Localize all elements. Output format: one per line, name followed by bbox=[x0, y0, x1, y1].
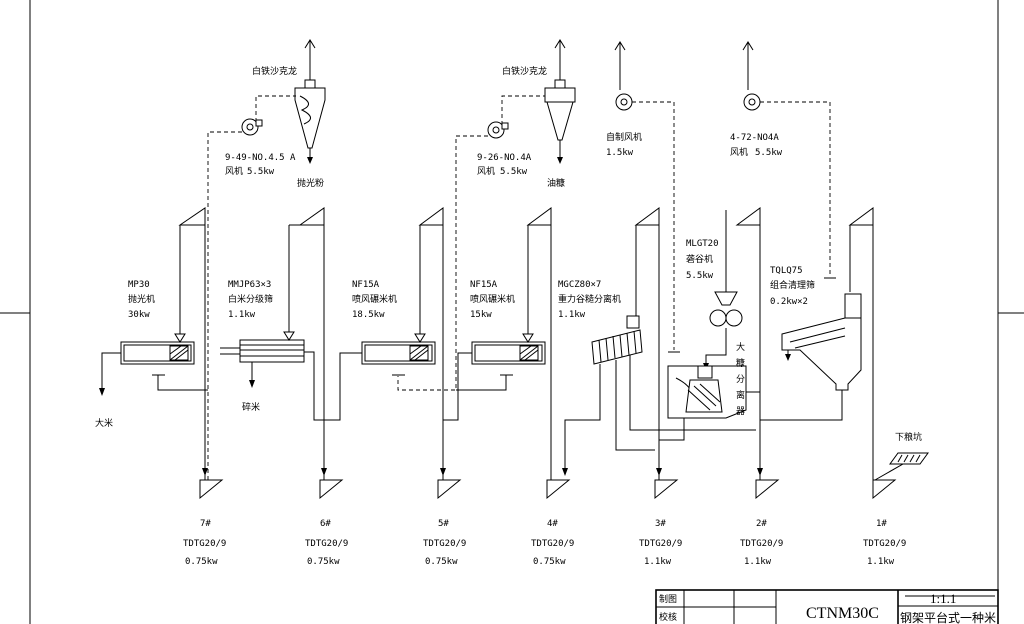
drawing-number: CTNM30C bbox=[806, 605, 879, 622]
machine-nf15a-2-model: NF15A bbox=[470, 280, 498, 290]
machine-nf15a-2: NF15A 喷风碾米机 15kw bbox=[440, 225, 546, 476]
svg-text:TDTG20/9: TDTG20/9 bbox=[305, 539, 348, 549]
cyclone-1-output: 抛光粉 bbox=[297, 177, 324, 189]
machine-mlgt20: MLGT20 砻谷机 5.5kw 大 糠 分 离 器 bbox=[659, 210, 760, 441]
fan-2: 9-26-NO.4A 风机 5.5kw bbox=[397, 95, 545, 391]
svg-text:2#: 2# bbox=[756, 519, 767, 529]
machine-nf15a-1-model: NF15A bbox=[352, 280, 380, 290]
machine-mmjp63-name: 白米分级筛 bbox=[228, 293, 273, 305]
elevator-label-6: 6# TDTG20/9 0.75kw bbox=[305, 519, 348, 567]
svg-text:0.75kw: 0.75kw bbox=[533, 557, 566, 567]
svg-text:5#: 5# bbox=[438, 519, 449, 529]
machine-mmjp63-power: 1.1kw bbox=[228, 310, 256, 320]
svg-text:0.75kw: 0.75kw bbox=[185, 557, 218, 567]
svg-text:TDTG20/9: TDTG20/9 bbox=[423, 539, 466, 549]
machine-mmjp63: MMJP63×3 白米分级筛 1.1kw 碎米 bbox=[220, 224, 324, 421]
elevator-boots bbox=[199, 479, 897, 500]
svg-text:1.1kw: 1.1kw bbox=[744, 557, 772, 567]
title-block: 制图 校核 CTNM30C 1:1.1 钢架平台式一种米 bbox=[655, 589, 999, 624]
drawing-title: 钢架平台式一种米 bbox=[900, 610, 996, 624]
machine-nf15a-1-name: 喷风碾米机 bbox=[352, 293, 397, 305]
svg-text:1.1kw: 1.1kw bbox=[644, 557, 672, 567]
svg-text:分: 分 bbox=[736, 374, 745, 385]
machine-tqlq75-name: 组合清理筛 bbox=[770, 279, 815, 291]
elevator-label-5: 5# TDTG20/9 0.75kw bbox=[423, 519, 466, 567]
svg-text:0.75kw: 0.75kw bbox=[425, 557, 458, 567]
drawing-scale: 1:1.1 bbox=[930, 591, 956, 606]
machine-mp30-name: 抛光机 bbox=[128, 293, 155, 305]
fan-2-label: 风机 bbox=[477, 165, 495, 177]
fan-1: 9-49-NO.4.5 A 风机 5.5kw bbox=[207, 95, 296, 480]
machine-nf15a-1-power: 18.5kw bbox=[352, 310, 385, 320]
machine-mp30-model: MP30 bbox=[128, 280, 150, 290]
machine-mlgt20-model: MLGT20 bbox=[686, 239, 719, 249]
fan-4-model: 4-72-NO4A bbox=[730, 133, 779, 143]
output-rice: 大米 bbox=[95, 417, 113, 429]
fan-1-model: 9-49-NO.4.5 A bbox=[225, 153, 296, 163]
machine-mlgt20-power: 5.5kw bbox=[686, 271, 714, 281]
machine-tqlq75-power: 0.2kw×2 bbox=[770, 297, 808, 307]
svg-text:大: 大 bbox=[736, 341, 745, 353]
machine-mmjp63-model: MMJP63×3 bbox=[228, 280, 271, 290]
machine-nf15a-2-power: 15kw bbox=[470, 310, 492, 320]
svg-text:TDTG20/9: TDTG20/9 bbox=[183, 539, 226, 549]
svg-text:1.1kw: 1.1kw bbox=[867, 557, 895, 567]
svg-text:离: 离 bbox=[736, 389, 745, 401]
elevator-feed-lines bbox=[202, 430, 763, 476]
svg-text:4#: 4# bbox=[547, 519, 558, 529]
cyclone-2-output: 油糠 bbox=[547, 177, 565, 189]
svg-text:6#: 6# bbox=[320, 519, 331, 529]
fan-1-label: 风机 bbox=[225, 165, 243, 177]
cyclone-2: 白铁沙克龙 油糠 bbox=[502, 39, 576, 189]
machine-mp30-power: 30kw bbox=[128, 310, 150, 320]
svg-text:TDTG20/9: TDTG20/9 bbox=[740, 539, 783, 549]
fan-1-power: 5.5kw bbox=[247, 167, 275, 177]
title-block-drawn-by: 制图 bbox=[659, 593, 677, 605]
cyclone-1-label: 白铁沙克龙 bbox=[252, 65, 297, 77]
fan-3-power: 1.5kw bbox=[606, 148, 634, 158]
husk-separator-label: 大 糠 分 离 器 bbox=[736, 341, 745, 417]
fan-3: 自制风机 1.5kw bbox=[606, 41, 680, 353]
cyclone-1: 白铁沙克龙 抛光粉 bbox=[252, 39, 326, 189]
output-intake-pit: 下粮坑 bbox=[895, 431, 922, 443]
svg-text:TDTG20/9: TDTG20/9 bbox=[863, 539, 906, 549]
machine-tqlq75-model: TQLQ75 bbox=[770, 266, 803, 276]
svg-text:器: 器 bbox=[736, 406, 745, 417]
intake-pit: 下粮坑 bbox=[874, 431, 929, 481]
elevator-label-7: 7# TDTG20/9 0.75kw bbox=[183, 519, 226, 567]
svg-text:TDTG20/9: TDTG20/9 bbox=[639, 539, 682, 549]
elevator-label-2: 2# TDTG20/9 1.1kw bbox=[740, 519, 783, 567]
svg-text:1#: 1# bbox=[876, 519, 887, 529]
elevator-label-3: 3# TDTG20/9 1.1kw bbox=[639, 519, 682, 567]
machine-mp30: MP30 抛光机 30kw bbox=[99, 225, 208, 396]
title-block-checked-by: 校核 bbox=[659, 611, 677, 623]
machine-mgcz80: MGCZ80×7 重力谷糙分离机 1.1kw bbox=[558, 225, 756, 476]
svg-text:糠: 糠 bbox=[736, 357, 745, 369]
machine-mgcz80-name: 重力谷糙分离机 bbox=[558, 293, 621, 305]
machine-mgcz80-model: MGCZ80×7 bbox=[558, 280, 601, 290]
elevator-label-1: 1# TDTG20/9 1.1kw bbox=[863, 519, 906, 567]
fan-2-model: 9-26-NO.4A bbox=[477, 153, 532, 163]
svg-text:3#: 3# bbox=[655, 519, 666, 529]
fan-4-label: 风机 bbox=[730, 146, 748, 158]
cyclone-2-label: 白铁沙克龙 bbox=[502, 65, 547, 77]
machine-nf15a-2-name: 喷风碾米机 bbox=[470, 293, 515, 305]
machine-nf15a-1: NF15A 喷风碾米机 18.5kw bbox=[321, 225, 436, 476]
machine-tqlq75: TQLQ75 组合清理筛 0.2kw×2 bbox=[760, 225, 874, 480]
svg-text:0.75kw: 0.75kw bbox=[307, 557, 340, 567]
fan-4-power: 5.5kw bbox=[755, 148, 783, 158]
fan-4: 4-72-NO4A 风机 5.5kw bbox=[730, 41, 836, 279]
machine-mgcz80-power: 1.1kw bbox=[558, 310, 586, 320]
svg-text:TDTG20/9: TDTG20/9 bbox=[531, 539, 574, 549]
output-broken-rice: 碎米 bbox=[242, 401, 260, 413]
svg-text:7#: 7# bbox=[200, 519, 211, 529]
fan-2-power: 5.5kw bbox=[500, 167, 528, 177]
machine-mlgt20-name: 砻谷机 bbox=[686, 253, 713, 265]
elevator-label-4: 4# TDTG20/9 0.75kw bbox=[531, 519, 574, 567]
fan-3-label: 自制风机 bbox=[606, 131, 642, 143]
